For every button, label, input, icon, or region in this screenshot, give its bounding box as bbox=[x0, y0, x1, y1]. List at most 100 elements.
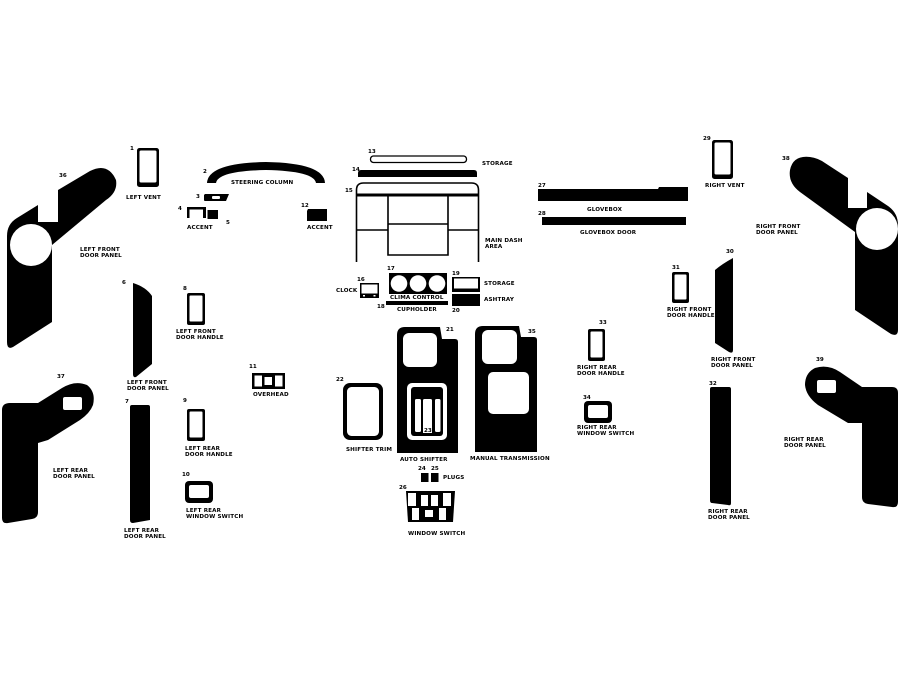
part-label: RIGHT REAR bbox=[708, 509, 748, 515]
part-number: 31 bbox=[672, 265, 680, 271]
part-number: 11 bbox=[249, 364, 257, 370]
part-label: ACCENT bbox=[187, 225, 213, 231]
part-label: CUPHOLDER bbox=[397, 307, 437, 313]
part-number-23: 23 bbox=[424, 428, 432, 434]
part-number: 36 bbox=[59, 173, 67, 179]
part-9-left-rear-door-handle: 9 LEFT REAR DOOR HANDLE bbox=[183, 398, 233, 458]
part-14-storage: 14 STORAGE bbox=[352, 161, 513, 177]
part-label: RIGHT VENT bbox=[705, 183, 745, 189]
part-28-glovebox-door: 28 GLOVEBOX DOOR bbox=[538, 211, 686, 236]
part-16-clock: 16 CLOCK bbox=[336, 277, 379, 298]
part-label: PLUGS bbox=[443, 475, 464, 481]
part-label: RIGHT REAR bbox=[784, 437, 824, 443]
part-number: 5 bbox=[226, 220, 230, 226]
part-number: 2 bbox=[203, 169, 207, 175]
part-number: 26 bbox=[399, 485, 407, 491]
part-8-left-front-door-handle: 8 LEFT FRONT DOOR HANDLE bbox=[176, 286, 224, 341]
part-label: DOOR PANEL bbox=[53, 474, 95, 480]
part-39-right-rear-door-panel: 39 RIGHT REAR DOOR PANEL bbox=[784, 357, 898, 508]
part-7-left-rear-door-panel: 7 LEFT REAR DOOR PANEL bbox=[124, 399, 166, 540]
part-label: DOOR HANDLE bbox=[667, 313, 715, 319]
part-label: SHIFTER TRIM bbox=[346, 447, 392, 453]
part-label: ASHTRAY bbox=[484, 297, 515, 303]
part-number: 16 bbox=[357, 277, 365, 283]
part-number: 15 bbox=[345, 188, 353, 194]
part-label: DOOR PANEL bbox=[127, 386, 169, 392]
part-number: 28 bbox=[538, 211, 546, 217]
part-11-overhead: 11 OVERHEAD bbox=[249, 364, 289, 398]
part-33-right-rear-door-handle: 33 RIGHT REAR DOOR HANDLE bbox=[577, 320, 625, 377]
part-20-ashtray: 20 ASHTRAY bbox=[452, 294, 515, 314]
part-number: 37 bbox=[57, 374, 65, 380]
part-label: DOOR HANDLE bbox=[185, 452, 233, 458]
part-5-accent: 5 ACCENT bbox=[187, 210, 230, 231]
part-number: 12 bbox=[301, 203, 309, 209]
part-label: LEFT VENT bbox=[126, 195, 161, 201]
part-label: RIGHT REAR bbox=[577, 365, 617, 371]
part-label: CLIMA CONTROL bbox=[390, 295, 444, 301]
part-number: 30 bbox=[726, 249, 734, 255]
part-number: 13 bbox=[368, 149, 376, 155]
part-label: RIGHT FRONT bbox=[756, 224, 800, 230]
part-label: STORAGE bbox=[484, 281, 515, 287]
part-label: LEFT REAR bbox=[185, 446, 221, 452]
part-2-steering-column: 2 STEERING COLUMN bbox=[203, 162, 325, 186]
part-number: 29 bbox=[703, 136, 711, 142]
part-24-plug: 24 bbox=[418, 466, 429, 482]
part-label: DOOR PANEL bbox=[708, 515, 750, 521]
part-number: 35 bbox=[528, 329, 536, 335]
part-number: 4 bbox=[178, 206, 182, 212]
part-label: MAIN DASH bbox=[485, 238, 523, 244]
part-number: 38 bbox=[782, 156, 790, 162]
part-label: MANUAL TRANSMISSION bbox=[470, 456, 550, 462]
part-1-left-vent: 1 LEFT VENT bbox=[126, 146, 161, 201]
part-36-left-front-door-panel: 36 LEFT FRONT DOOR PANEL bbox=[7, 168, 122, 348]
part-number: 34 bbox=[583, 395, 591, 401]
part-18-cupholder: 18 CUPHOLDER bbox=[377, 301, 448, 313]
part-number: 7 bbox=[125, 399, 129, 405]
part-label: AREA bbox=[485, 244, 503, 250]
part-label: STORAGE bbox=[482, 161, 513, 167]
part-32-right-rear-door-panel: 32 RIGHT REAR DOOR PANEL bbox=[708, 381, 750, 521]
part-label: GLOVEBOX DOOR bbox=[580, 230, 637, 236]
part-38-right-front-door-panel: 38 RIGHT FRONT DOOR PANEL bbox=[756, 156, 898, 335]
part-label: CLOCK bbox=[336, 288, 358, 294]
part-number: 21 bbox=[446, 327, 454, 333]
part-label: DOOR PANEL bbox=[80, 253, 122, 259]
part-label: AUTO SHIFTER bbox=[400, 457, 448, 463]
part-label: DOOR HANDLE bbox=[577, 371, 625, 377]
part-label: LEFT REAR bbox=[53, 468, 89, 474]
part-label: DOOR PANEL bbox=[784, 443, 826, 449]
part-35-manual-transmission: 35 MANUAL TRANSMISSION bbox=[470, 326, 550, 462]
part-29-right-vent: 29 RIGHT VENT bbox=[703, 136, 745, 189]
part-label: RIGHT FRONT bbox=[711, 357, 755, 363]
part-label: DOOR PANEL bbox=[711, 363, 753, 369]
part-34-right-rear-window-switch: 34 RIGHT REAR WINDOW SWITCH bbox=[577, 395, 634, 437]
part-number: 22 bbox=[336, 377, 344, 383]
part-number: 9 bbox=[183, 398, 187, 404]
part-label: WINDOW SWITCH bbox=[577, 431, 634, 437]
part-26-window-switch: 26 WINDOW SWITCH bbox=[399, 485, 465, 537]
part-label: DOOR PANEL bbox=[124, 534, 166, 540]
part-label: DOOR HANDLE bbox=[176, 335, 224, 341]
part-label: LEFT REAR bbox=[124, 528, 160, 534]
part-label: RIGHT FRONT bbox=[667, 307, 711, 313]
part-number: 17 bbox=[387, 266, 395, 272]
part-number: 39 bbox=[816, 357, 824, 363]
part-number: 18 bbox=[377, 304, 385, 310]
part-label: WINDOW SWITCH bbox=[186, 514, 243, 520]
part-13-storage: 13 bbox=[368, 149, 468, 164]
part-label: LEFT FRONT bbox=[80, 247, 120, 253]
part-number: 19 bbox=[452, 271, 460, 277]
part-label: OVERHEAD bbox=[253, 392, 289, 398]
part-number: 10 bbox=[182, 472, 190, 478]
part-3-accent: 3 bbox=[196, 194, 229, 201]
part-label: LEFT FRONT bbox=[127, 380, 167, 386]
part-label: STEERING COLUMN bbox=[231, 180, 294, 186]
part-19-storage: 19 STORAGE bbox=[452, 271, 515, 292]
part-17-clima-control: 17 CLIMA CONTROL bbox=[387, 266, 447, 301]
part-number: 32 bbox=[709, 381, 717, 387]
part-25-plug: 25 PLUGS bbox=[431, 466, 464, 482]
part-number: 1 bbox=[130, 146, 134, 152]
